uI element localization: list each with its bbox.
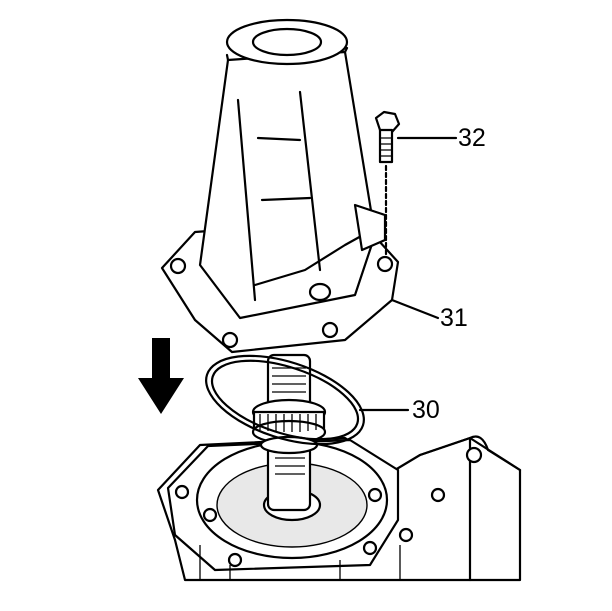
bolt <box>374 110 401 258</box>
output-shaft <box>251 353 327 512</box>
callout-gasket-30: 30 <box>412 396 440 424</box>
transmission-case <box>156 435 522 582</box>
callout-extension-housing-31: 31 <box>440 304 468 332</box>
callout-bolt-32: 32 <box>458 124 486 152</box>
down-arrow-icon <box>138 338 184 414</box>
gasket-ring <box>205 354 365 446</box>
extension-housing <box>160 18 400 354</box>
leader-lines <box>358 136 458 412</box>
